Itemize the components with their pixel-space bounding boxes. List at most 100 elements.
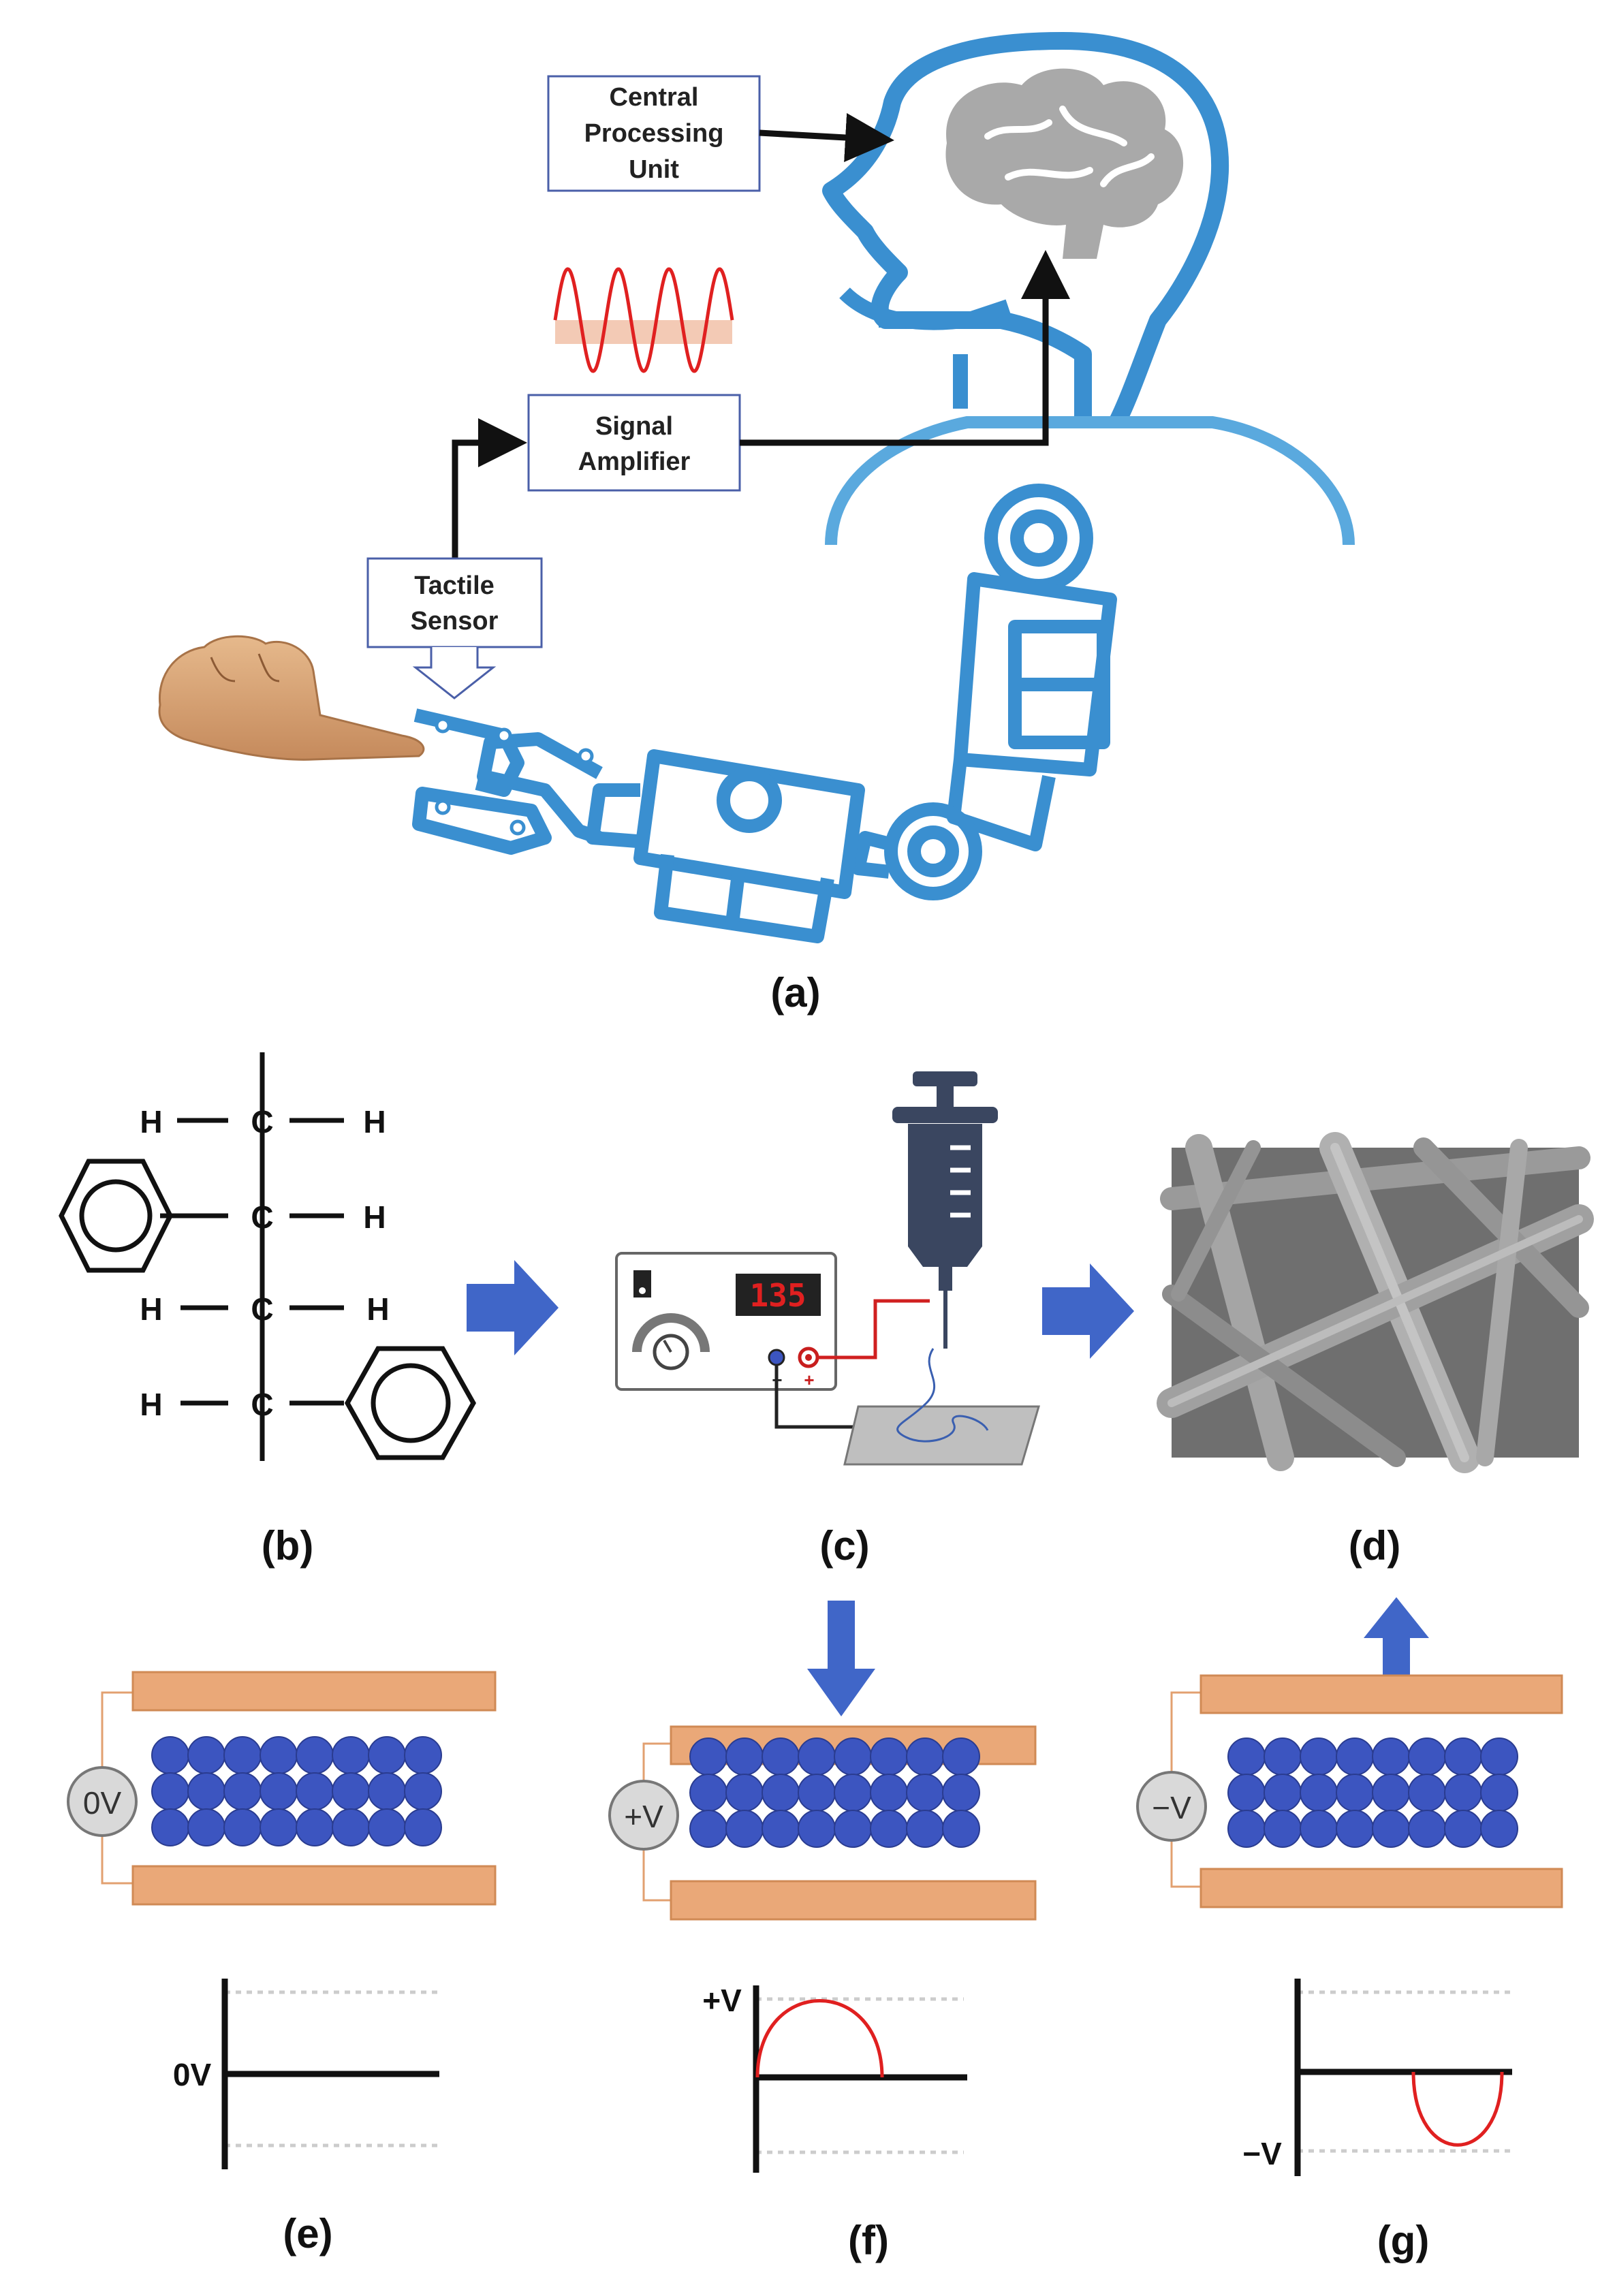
atom-h: H <box>140 1104 162 1139</box>
nanofiber-sphere <box>942 1810 980 1848</box>
panel-f-press: +V <box>608 1601 1037 1921</box>
voltmeter-e-label: 0V <box>83 1785 122 1821</box>
plot-e-axis-label: 0V <box>173 2057 212 2092</box>
nanofiber-sphere <box>689 1810 727 1848</box>
nanofiber-sphere <box>1227 1810 1266 1848</box>
amplifier-label-line-1: Signal <box>595 412 673 441</box>
nanofiber-sphere <box>689 1774 727 1812</box>
nanofiber-sphere <box>1444 1737 1482 1776</box>
nanofiber-sphere <box>187 1736 225 1774</box>
atom-h: H <box>366 1291 389 1327</box>
nanofiber-sphere <box>223 1736 262 1774</box>
bottom-electrode-g <box>1200 1868 1563 1908</box>
panel-d-sem-fibers <box>1157 1132 1594 1473</box>
nanofiber-sphere <box>1372 1810 1410 1848</box>
voltage-display <box>736 1274 821 1316</box>
nanofiber-sphere <box>1408 1737 1446 1776</box>
nanofiber-sphere <box>942 1737 980 1776</box>
nanofiber-sphere <box>1372 1774 1410 1812</box>
nanofiber-sphere <box>1444 1774 1482 1812</box>
nanofiber-sphere <box>1336 1737 1374 1776</box>
atom-h: H <box>140 1291 162 1327</box>
head-outline <box>822 32 1229 426</box>
nanofiber-sphere <box>187 1772 225 1810</box>
panel-a: Central Processing Unit Signal Amplifier… <box>158 32 1355 1016</box>
cpu-label-line-1: Central <box>610 83 699 112</box>
nanofiber-sphere <box>296 1736 334 1774</box>
positive-wire <box>817 1299 930 1359</box>
atom-c: C <box>251 1291 273 1327</box>
nanofiber-sphere <box>1336 1810 1374 1848</box>
top-electrode-e <box>131 1671 497 1712</box>
nanofiber-sphere <box>1227 1737 1266 1776</box>
shoulders-outline <box>825 416 1355 546</box>
nanofiber-sphere <box>1408 1774 1446 1812</box>
nanofiber-sphere <box>762 1737 800 1776</box>
caption-e: (e) <box>283 2211 332 2256</box>
voltage-display-value: 135 <box>749 1277 806 1314</box>
nanofiber-sphere <box>725 1737 764 1776</box>
nanofiber-sphere <box>762 1810 800 1848</box>
nanofiber-sphere <box>151 1736 189 1774</box>
plot-g-axis-label: −V <box>1242 2136 1282 2171</box>
nanofiber-sphere <box>1372 1737 1410 1776</box>
nanofiber-sphere <box>1264 1810 1302 1848</box>
voltmeter-f <box>608 1780 679 1851</box>
nanofiber-sphere <box>223 1772 262 1810</box>
terminal-plus-label: + <box>804 1370 814 1390</box>
dial-gauge <box>632 1313 710 1353</box>
panel-b-polystyrene-structure <box>59 1052 477 1461</box>
tactile-sensor-box: Tactile Sensor <box>366 557 543 699</box>
nanofiber-sphere <box>404 1736 442 1774</box>
nanofiber-sphere <box>906 1737 944 1776</box>
voltmeter-g-label: −V <box>1152 1790 1191 1825</box>
negative-pulse <box>1411 2071 1504 2147</box>
cpu-label-line-2: Processing <box>584 119 724 148</box>
panel-g-release: −V <box>1136 1597 1563 1908</box>
nanofiber-layer-f <box>689 1737 980 1848</box>
nanofiber-sphere <box>260 1736 298 1774</box>
cpu-to-brain-arrow <box>759 113 894 162</box>
nanofiber-sphere <box>1300 1810 1338 1848</box>
nanofiber-sphere <box>1480 1774 1518 1812</box>
plot-g: −V <box>1242 1979 1512 2176</box>
nanofiber-sphere <box>798 1737 836 1776</box>
nanofiber-sphere <box>762 1774 800 1812</box>
nanofiber-sphere <box>404 1772 442 1810</box>
panel-b-atom-labels: H C H C H H C H H C <box>140 1104 389 1422</box>
nanofiber-sphere <box>906 1810 944 1848</box>
nanofiber-sphere <box>260 1808 298 1846</box>
nanofiber-sphere <box>725 1810 764 1848</box>
nanofiber-sphere <box>798 1810 836 1848</box>
head-neck <box>879 313 968 409</box>
nanofiber-sphere <box>1480 1810 1518 1848</box>
top-electrode-g <box>1200 1674 1563 1714</box>
nanofiber-layer-e <box>151 1736 442 1846</box>
panel-e-rest: 0V <box>67 1671 497 1906</box>
bottom-electrode-f <box>670 1880 1037 1921</box>
bottom-electrode-e <box>131 1865 497 1906</box>
sensor-to-amplifier-arrow <box>452 418 527 559</box>
collector-plate <box>843 1405 1041 1466</box>
nanofiber-sphere <box>187 1808 225 1846</box>
brain-icon <box>945 68 1184 259</box>
panel-c-electrospinning: 135 − + <box>615 1071 1041 1466</box>
nanofiber-sphere <box>1300 1774 1338 1812</box>
atom-c: C <box>251 1387 273 1422</box>
caption-g: (g) <box>1377 2218 1430 2263</box>
nanofiber-sphere <box>1227 1774 1266 1812</box>
nanofiber-sphere <box>689 1737 727 1776</box>
atom-h: H <box>140 1387 162 1422</box>
nanofiber-sphere <box>223 1808 262 1846</box>
nanofiber-sphere <box>1300 1737 1338 1776</box>
caption-d: (d) <box>1349 1523 1401 1569</box>
nanofiber-sphere <box>260 1772 298 1810</box>
human-hand-image <box>158 635 425 761</box>
nanofiber-sphere <box>906 1774 944 1812</box>
nanofiber-sphere <box>332 1736 370 1774</box>
nanofiber-sphere <box>942 1774 980 1812</box>
syringe-icon <box>892 1071 998 1349</box>
atom-h: H <box>363 1104 386 1139</box>
robot-arm <box>412 484 1117 943</box>
